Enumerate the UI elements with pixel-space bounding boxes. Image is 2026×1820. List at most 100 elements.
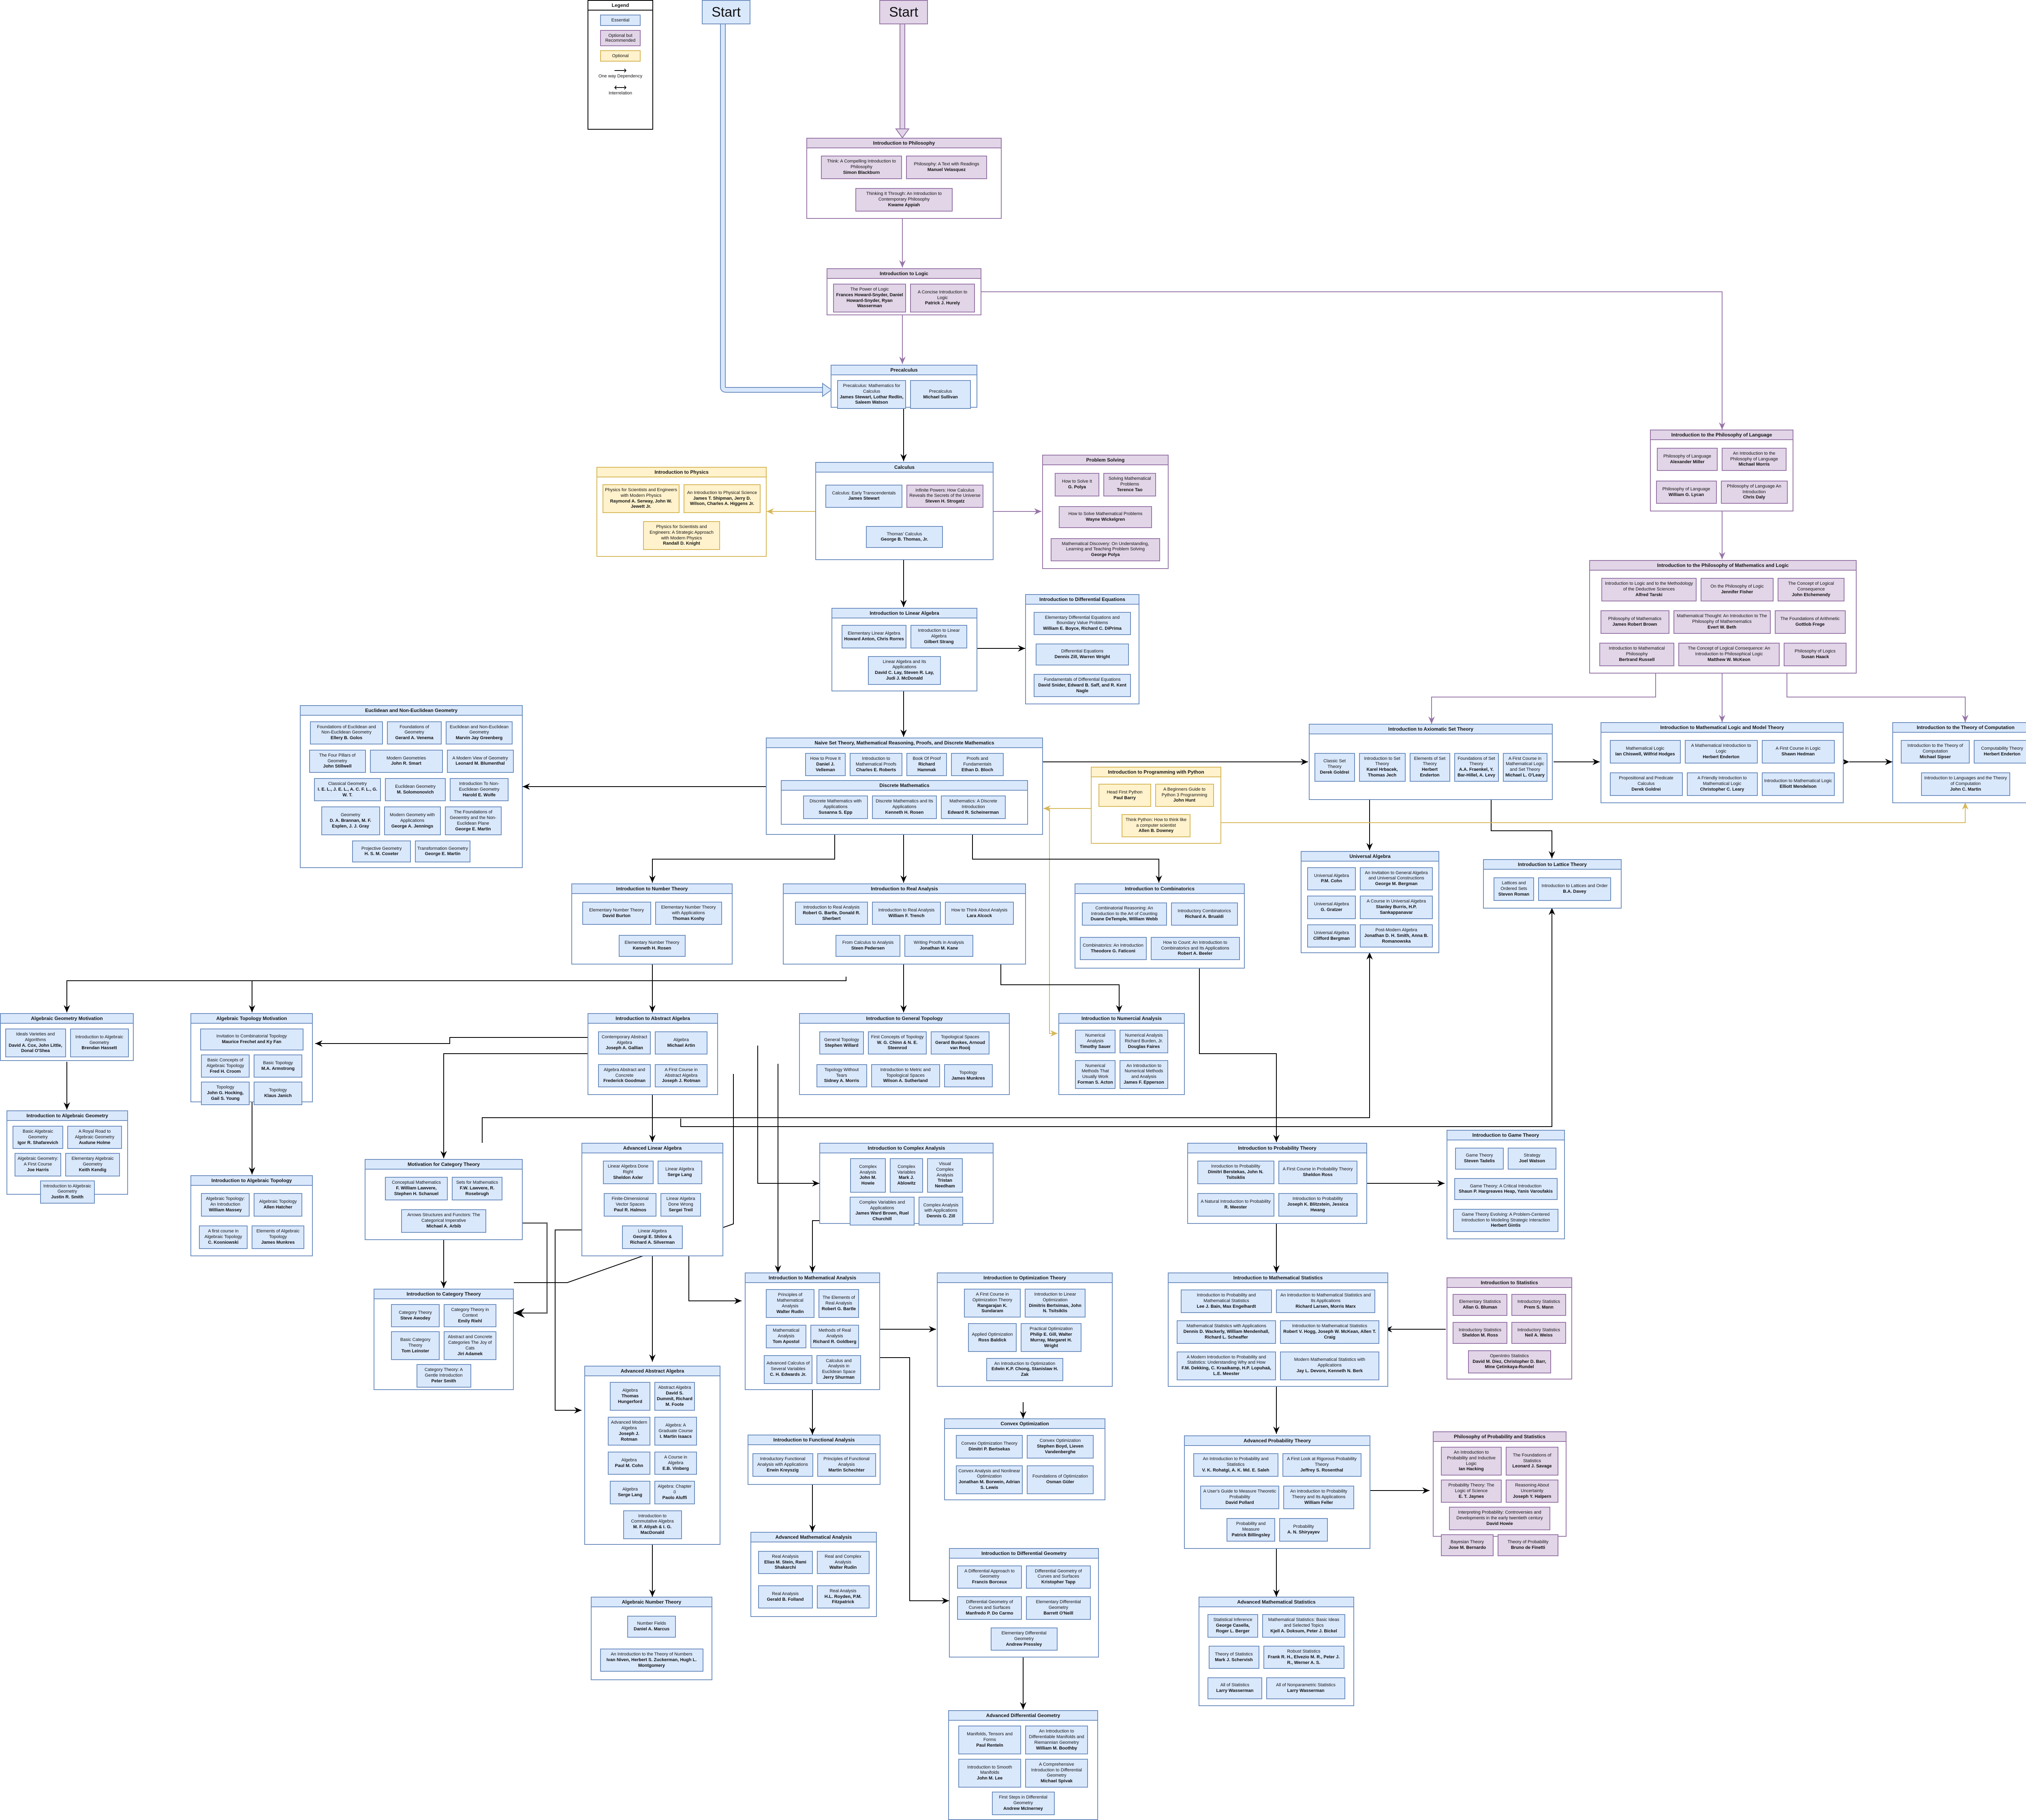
book-card[interactable]: Elementary Differential Equations and Bo… (1034, 612, 1131, 635)
book-card[interactable]: Combinatorial Reasoning: An Introduction… (1081, 902, 1167, 926)
book-card[interactable]: How to Count: An Introduction to Combina… (1150, 937, 1240, 960)
book-card[interactable]: A Modern Introduction to Probability and… (1177, 1351, 1276, 1380)
book-card[interactable]: An Introduction to Differentiable Manifo… (1025, 1726, 1088, 1755)
book-card[interactable]: Introduction to Languages and the Theory… (1921, 772, 2010, 796)
book-card[interactable]: A First Look at Rigorous Probability The… (1282, 1453, 1361, 1477)
book-card[interactable]: Think Python: How to think like a comput… (1122, 814, 1190, 838)
book-card[interactable]: Think: A Compelling Introduction to Phil… (821, 156, 902, 179)
book-card[interactable]: Physics for Scientists and Engineers wit… (603, 484, 680, 513)
book-card[interactable]: A Comprehensive Introduction to Differen… (1025, 1758, 1088, 1788)
book-card[interactable]: Differential Geometry of Curves and Surf… (1026, 1565, 1091, 1589)
book-card[interactable]: Probability Theory: The Logic of Science… (1441, 1480, 1502, 1503)
book-card[interactable]: Mathematical Statistics: Basic Ideas and… (1262, 1614, 1345, 1638)
book-card[interactable]: An Introduction to Numerical Methods and… (1120, 1060, 1168, 1089)
book-card[interactable]: An Invitation to General Algebra and Uni… (1360, 867, 1433, 890)
book-card[interactable]: An Introduction to Probability and Stati… (1193, 1453, 1278, 1477)
book-card[interactable]: Differential Geometry of Curves and Surf… (957, 1596, 1022, 1620)
book-card[interactable]: A Friendly Introduction to Mathematical … (1686, 772, 1758, 796)
book-card[interactable]: Mathematical Discovery: On Understanding… (1051, 538, 1160, 561)
book-card[interactable]: Physics for Scientists and Engineers: A … (643, 521, 720, 550)
book-card[interactable]: Arrows Structures and Functors: The Cate… (401, 1209, 486, 1233)
